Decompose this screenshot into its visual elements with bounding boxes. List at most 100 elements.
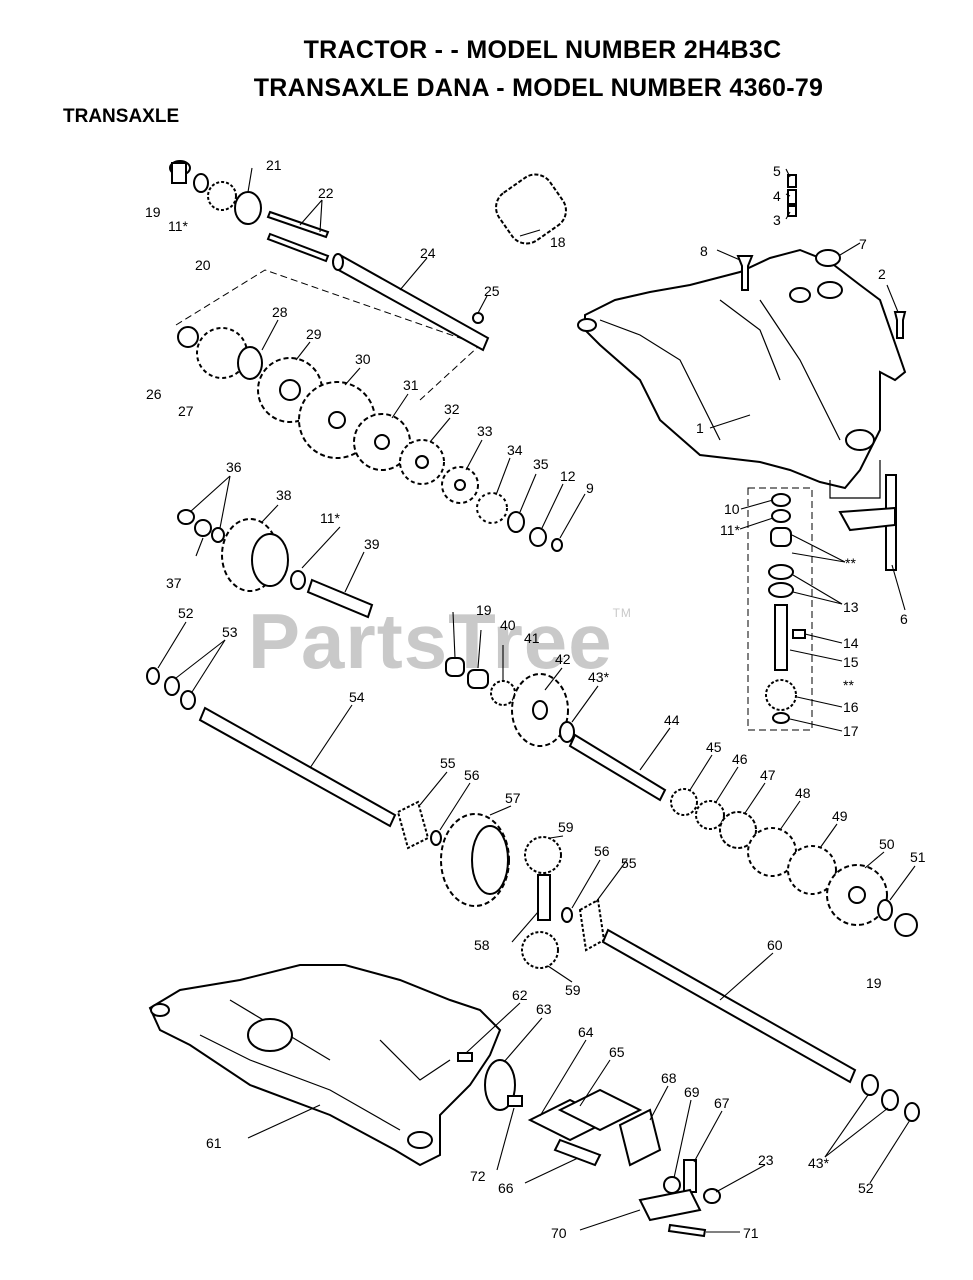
part-43a-washer[interactable] bbox=[559, 721, 575, 743]
part-47-gear[interactable] bbox=[719, 811, 757, 849]
part-55a-bevel-gear[interactable] bbox=[396, 800, 430, 850]
part-54-axle[interactable] bbox=[198, 706, 397, 828]
part-20-gear[interactable] bbox=[207, 181, 237, 211]
part-40-bushing[interactable] bbox=[467, 669, 489, 689]
callout-6: 6 bbox=[900, 611, 908, 627]
part-58-pin[interactable] bbox=[537, 874, 551, 921]
part-23-nut[interactable] bbox=[703, 1188, 721, 1204]
part-69-ring[interactable] bbox=[663, 1176, 681, 1194]
part-39-pin[interactable] bbox=[306, 578, 374, 619]
part-49-gear[interactable] bbox=[787, 845, 837, 895]
part-60-axle[interactable] bbox=[601, 928, 857, 1084]
part-55b-bevel-gear[interactable] bbox=[578, 898, 606, 952]
part-33-gear[interactable] bbox=[441, 466, 479, 504]
callout-64: 64 bbox=[578, 1024, 594, 1040]
part-32-gear[interactable] bbox=[399, 439, 445, 485]
part-13b-washer[interactable] bbox=[768, 582, 794, 598]
part-2-screw[interactable] bbox=[893, 311, 907, 339]
callout-33: 33 bbox=[477, 423, 493, 439]
part-10-ring[interactable] bbox=[771, 493, 791, 507]
callout-4: 4 bbox=[773, 188, 781, 204]
part-72-key[interactable] bbox=[507, 1095, 523, 1107]
callout-42: 42 bbox=[555, 651, 571, 667]
part-38-cluster-gear[interactable] bbox=[221, 518, 289, 592]
part-67-pin[interactable] bbox=[683, 1159, 697, 1193]
part-14-key[interactable] bbox=[792, 629, 806, 639]
part-28-bushing[interactable] bbox=[237, 346, 263, 380]
part-12-bushing[interactable] bbox=[529, 527, 547, 547]
part-25-ring[interactable] bbox=[472, 312, 484, 324]
part-53a-washer[interactable] bbox=[164, 676, 180, 696]
part-16-gear[interactable] bbox=[765, 679, 797, 711]
callout-2: 2 bbox=[878, 266, 886, 282]
part-36-washer[interactable] bbox=[177, 509, 195, 525]
callout-ss2: ** bbox=[843, 677, 854, 693]
part-43c-washer[interactable] bbox=[881, 1089, 899, 1111]
part-8-screw[interactable] bbox=[736, 255, 754, 291]
part-52a-ring[interactable] bbox=[146, 667, 160, 685]
lower-case[interactable] bbox=[148, 964, 502, 1167]
callout-44: 44 bbox=[664, 712, 680, 728]
part-31-gear[interactable] bbox=[353, 413, 411, 471]
part-26-ring[interactable] bbox=[177, 326, 199, 348]
part-56b-washer[interactable] bbox=[561, 907, 573, 923]
part-71-bolt[interactable] bbox=[667, 1223, 707, 1238]
part-9-ring[interactable] bbox=[551, 538, 563, 552]
part-6-shift-lever[interactable] bbox=[838, 474, 897, 571]
part-5-4-3-plunger[interactable] bbox=[787, 174, 797, 217]
part-37-washer[interactable] bbox=[194, 519, 212, 537]
part-48-gear[interactable] bbox=[747, 827, 797, 877]
part-56a-washer[interactable] bbox=[430, 830, 442, 846]
part-13a-washer[interactable] bbox=[768, 564, 794, 580]
part-62-key[interactable] bbox=[457, 1052, 473, 1062]
part-66-bracket[interactable] bbox=[553, 1138, 602, 1167]
part-43b-washer[interactable] bbox=[861, 1074, 879, 1096]
callout-57: 57 bbox=[505, 790, 521, 806]
part-34-gear[interactable] bbox=[476, 492, 508, 524]
part-15-shaft[interactable] bbox=[774, 604, 788, 671]
part-24-shaft[interactable] bbox=[332, 253, 490, 352]
callout-7: 7 bbox=[859, 236, 867, 252]
part-11b-washer[interactable] bbox=[290, 570, 306, 590]
callout-59b: 59 bbox=[565, 982, 581, 998]
part-22-keys[interactable] bbox=[266, 210, 330, 263]
part-51-ring[interactable] bbox=[877, 899, 893, 921]
part-19b-bushing[interactable] bbox=[445, 657, 465, 677]
part-11a-washer[interactable] bbox=[193, 173, 209, 193]
part-59a-pinion[interactable] bbox=[524, 836, 562, 874]
part-18-chain[interactable] bbox=[489, 167, 573, 250]
callout-14: 14 bbox=[843, 635, 859, 651]
callout-27: 27 bbox=[178, 403, 194, 419]
callout-25: 25 bbox=[484, 283, 500, 299]
part-17-ring[interactable] bbox=[772, 712, 790, 724]
part-19c-bushing[interactable] bbox=[894, 913, 918, 937]
part-53b-washer[interactable] bbox=[180, 690, 196, 710]
part-11c-washer[interactable] bbox=[771, 509, 791, 523]
callout-72: 72 bbox=[470, 1168, 486, 1184]
callout-66: 66 bbox=[498, 1180, 514, 1196]
part-44-shaft[interactable] bbox=[568, 733, 667, 802]
part-59b-pinion[interactable] bbox=[521, 931, 559, 969]
part-ss1-spacer[interactable] bbox=[770, 527, 792, 547]
part-46-gear[interactable] bbox=[695, 800, 725, 830]
callout-69: 69 bbox=[684, 1084, 700, 1100]
part-21-bearing[interactable] bbox=[234, 191, 262, 225]
callout-32: 32 bbox=[444, 401, 460, 417]
part-52b-ring[interactable] bbox=[904, 1102, 920, 1122]
callout-21: 21 bbox=[266, 157, 282, 173]
part-70-bracket[interactable] bbox=[638, 1188, 702, 1222]
part-50-gear[interactable] bbox=[826, 864, 888, 926]
part-57-ring-gear[interactable] bbox=[440, 813, 510, 907]
callout-19a: 19 bbox=[145, 204, 161, 220]
part-41-gear[interactable] bbox=[490, 680, 516, 706]
part-36b-washer[interactable] bbox=[211, 527, 225, 543]
callout-10: 10 bbox=[724, 501, 740, 517]
part-19a-bushing[interactable] bbox=[169, 160, 191, 184]
callout-19c: 19 bbox=[866, 975, 882, 991]
part-45-gear[interactable] bbox=[670, 788, 698, 816]
part-7-cap[interactable] bbox=[815, 249, 841, 267]
part-68-lever[interactable] bbox=[618, 1108, 662, 1167]
part-35-washer[interactable] bbox=[507, 511, 525, 533]
part-42-bevel-gear[interactable] bbox=[511, 673, 569, 747]
callout-65: 65 bbox=[609, 1044, 625, 1060]
